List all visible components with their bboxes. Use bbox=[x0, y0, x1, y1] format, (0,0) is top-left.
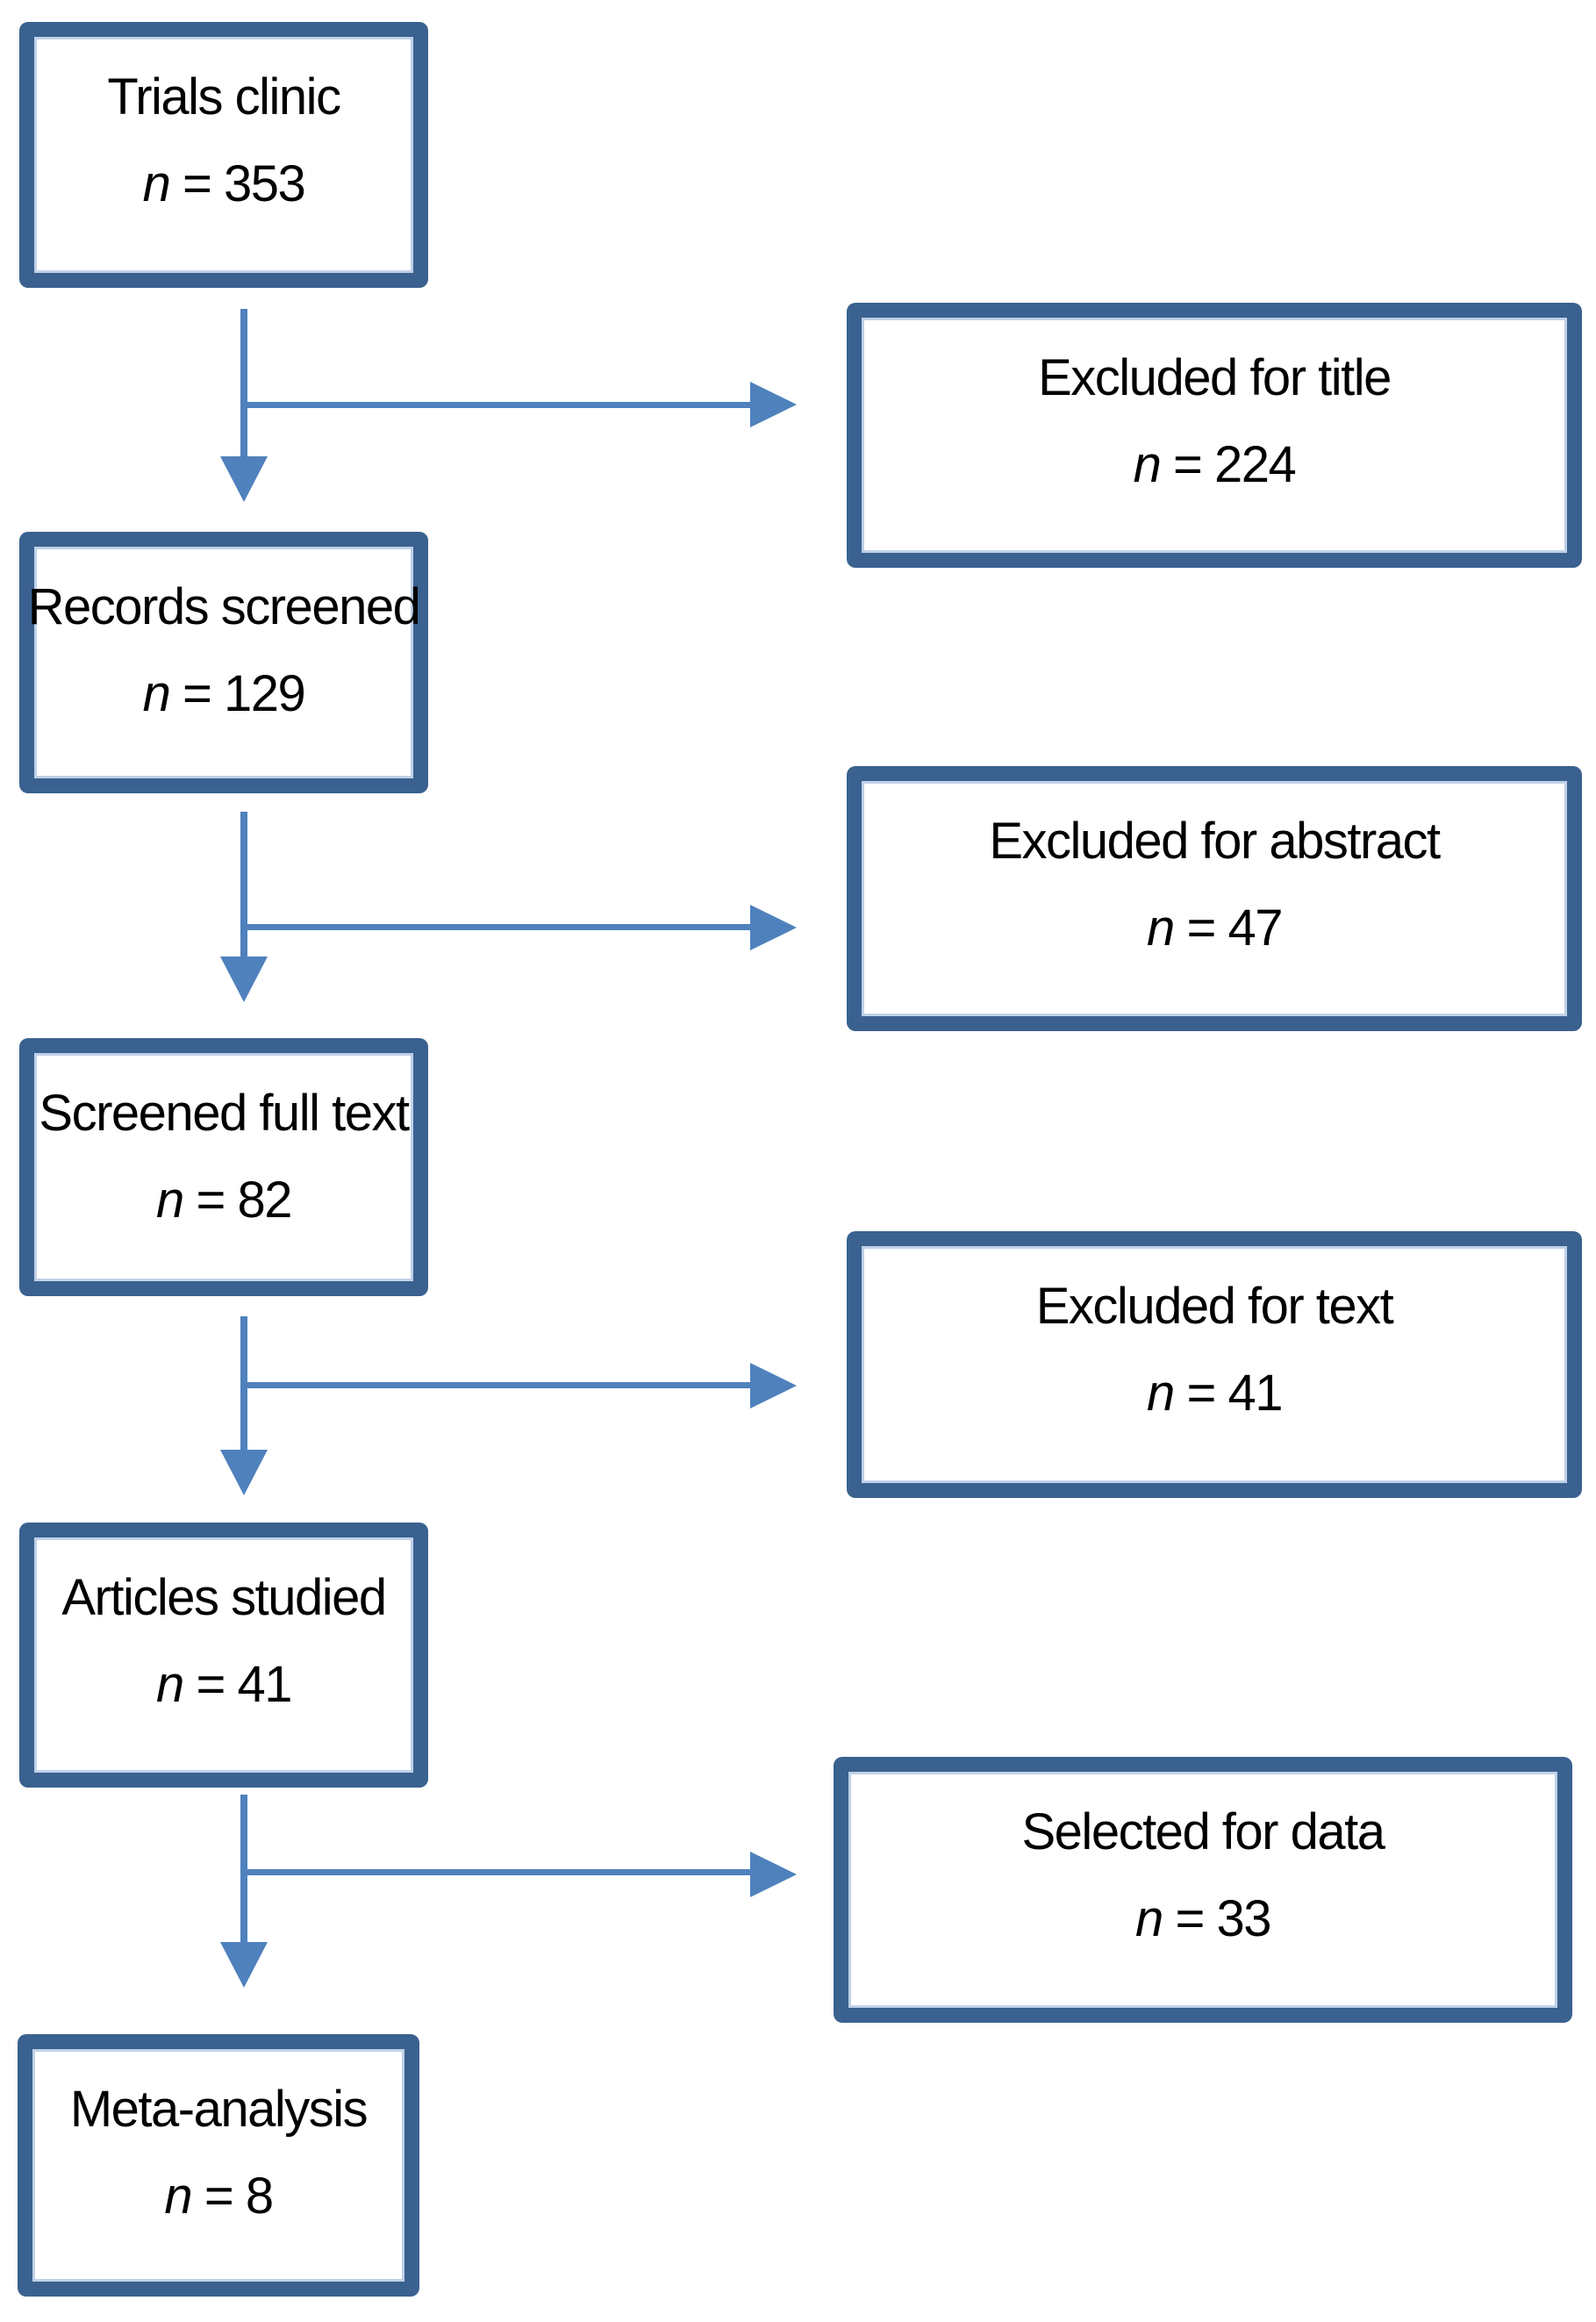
box-label: Excluded for abstract bbox=[989, 813, 1441, 870]
connector-1-down-arrowhead-icon bbox=[220, 456, 268, 502]
flow-box-records-screened: Records screened n = 129 bbox=[19, 532, 428, 793]
box-count: n = 33 bbox=[1135, 1889, 1271, 1949]
equals-sign: = bbox=[1186, 1364, 1216, 1422]
side-box-selected-for-data: Selected for data n = 33 bbox=[834, 1757, 1572, 2023]
box-count: n = 129 bbox=[142, 664, 306, 724]
box-count: n = 8 bbox=[164, 2167, 274, 2226]
box-label: Excluded for title bbox=[1038, 349, 1392, 406]
count-value: 8 bbox=[245, 2167, 274, 2225]
n-symbol: n bbox=[142, 154, 171, 212]
flow-box-trials-clinic: Trials clinic n = 353 bbox=[19, 22, 428, 288]
connector-2-stem bbox=[240, 812, 247, 957]
box-count: n = 353 bbox=[142, 154, 306, 214]
equals-sign: = bbox=[183, 154, 212, 212]
connector-3-branch bbox=[244, 1382, 750, 1388]
n-symbol: n bbox=[156, 1171, 184, 1229]
equals-sign: = bbox=[1175, 1889, 1205, 1947]
connector-2-right-arrowhead-icon bbox=[750, 905, 797, 950]
box-count: n = 82 bbox=[156, 1171, 292, 1230]
n-symbol: n bbox=[1147, 1364, 1175, 1422]
equals-sign: = bbox=[204, 2167, 234, 2225]
equals-sign: = bbox=[196, 1171, 225, 1229]
box-count: n = 47 bbox=[1147, 899, 1283, 958]
equals-sign: = bbox=[183, 664, 212, 722]
connector-3-right-arrowhead-icon bbox=[750, 1363, 797, 1408]
flow-box-meta-analysis: Meta-analysis n = 8 bbox=[18, 2034, 419, 2297]
equals-sign: = bbox=[1173, 435, 1203, 493]
connector-3-down-arrowhead-icon bbox=[220, 1450, 268, 1495]
equals-sign: = bbox=[1186, 899, 1216, 957]
count-value: 129 bbox=[224, 664, 306, 722]
n-symbol: n bbox=[156, 1655, 184, 1713]
flow-box-articles-studied: Articles studied n = 41 bbox=[19, 1523, 428, 1788]
box-label: Excluded for text bbox=[1035, 1278, 1394, 1335]
connector-1-right-arrowhead-icon bbox=[750, 382, 797, 427]
side-box-excluded-for-text: Excluded for text n = 41 bbox=[847, 1231, 1582, 1498]
n-symbol: n bbox=[164, 2167, 192, 2225]
box-label: Meta-analysis bbox=[69, 2081, 369, 2138]
n-symbol: n bbox=[142, 664, 171, 722]
connector-2-branch bbox=[244, 924, 750, 930]
box-label: Screened full text bbox=[39, 1085, 410, 1142]
connector-4-branch bbox=[244, 1869, 750, 1875]
count-value: 82 bbox=[237, 1171, 292, 1229]
box-label: Trials clinic bbox=[107, 68, 341, 125]
flow-box-screened-full-text: Screened full text n = 82 bbox=[19, 1038, 428, 1296]
count-value: 41 bbox=[237, 1655, 292, 1713]
count-value: 224 bbox=[1214, 435, 1297, 493]
count-value: 33 bbox=[1216, 1889, 1271, 1947]
connector-4-stem bbox=[240, 1795, 247, 1942]
n-symbol: n bbox=[1135, 1889, 1163, 1947]
n-symbol: n bbox=[1147, 899, 1175, 957]
count-value: 47 bbox=[1227, 899, 1283, 957]
connector-1-branch bbox=[244, 402, 750, 408]
side-box-excluded-for-abstract: Excluded for abstract n = 47 bbox=[847, 766, 1582, 1031]
connector-4-down-arrowhead-icon bbox=[220, 1942, 268, 1988]
count-value: 41 bbox=[1227, 1364, 1283, 1422]
side-box-excluded-for-title: Excluded for title n = 224 bbox=[847, 303, 1582, 568]
box-label: Selected for data bbox=[1021, 1803, 1385, 1860]
equals-sign: = bbox=[196, 1655, 225, 1713]
box-label: Articles studied bbox=[61, 1569, 387, 1626]
connector-4-right-arrowhead-icon bbox=[750, 1852, 797, 1897]
n-symbol: n bbox=[1133, 435, 1162, 493]
count-value: 353 bbox=[224, 154, 306, 212]
connector-1-stem bbox=[240, 309, 247, 456]
box-label: Records screened bbox=[27, 578, 421, 635]
box-count: n = 41 bbox=[1147, 1364, 1283, 1423]
box-count: n = 224 bbox=[1133, 435, 1297, 495]
box-count: n = 41 bbox=[156, 1655, 292, 1715]
connector-2-down-arrowhead-icon bbox=[220, 957, 268, 1002]
